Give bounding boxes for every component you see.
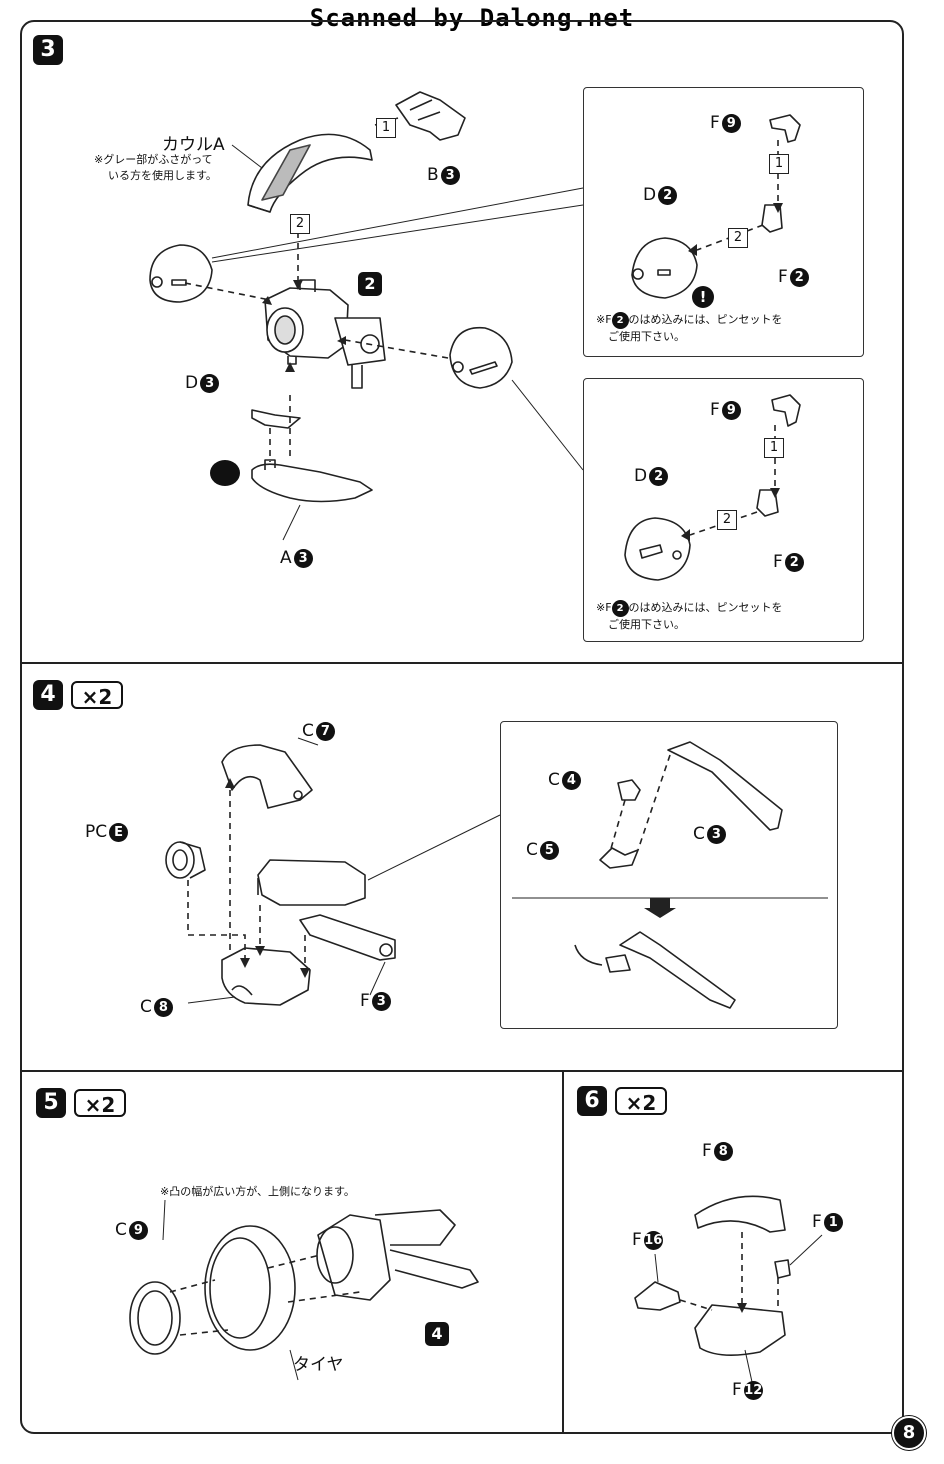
- detail-inset-2: [583, 378, 864, 642]
- divider-step4-step5: [20, 1070, 904, 1072]
- part-f3-drawing: [299, 914, 396, 961]
- tire-label: タイヤ: [293, 1355, 344, 1375]
- inset1-drawing: [631, 114, 801, 299]
- part-b3-drawing: [395, 91, 466, 141]
- part-f8-drawing: [694, 1195, 786, 1233]
- detail-inset-step4: [500, 721, 838, 1029]
- page-number: 8: [892, 1416, 926, 1450]
- part-a3-drawing: [251, 459, 373, 503]
- wheel-assembly-drawing: [316, 1209, 479, 1301]
- step-5-badge: 5: [36, 1088, 66, 1118]
- caution-icon: !: [692, 286, 714, 308]
- inset1-order-1: 1: [769, 154, 789, 174]
- part-f16-drawing: [634, 1281, 681, 1311]
- order-box-1: 1: [376, 118, 396, 138]
- part-f1-drawing: [774, 1259, 791, 1279]
- inset2-order-2: 2: [717, 510, 737, 530]
- cement-icon: [210, 460, 240, 486]
- nose-cone-right-drawing: [449, 326, 513, 389]
- part-c9-drawing: [129, 1281, 181, 1355]
- order-box-2: 2: [290, 214, 310, 234]
- step-5-multiplier: ×2: [74, 1089, 126, 1117]
- subassembly-4-ref: 4: [425, 1322, 449, 1346]
- scanned-by-header: Scanned by Dalong.net: [309, 4, 635, 32]
- step-4-badge: 4: [33, 680, 63, 710]
- divider-step5-step6: [562, 1070, 564, 1434]
- inset-step4-drawing: [574, 741, 783, 1009]
- cowl-a-note: ※グレー部がふさがって いる方を使用します。: [94, 153, 217, 182]
- page-frame: [20, 20, 904, 1434]
- body-unit-drawing: [264, 279, 386, 389]
- inset2-order-1: 1: [764, 438, 784, 458]
- part-pc-e-drawing: [165, 841, 206, 879]
- detail-inset-1: [583, 87, 864, 357]
- subassembly-2-ref: 2: [358, 272, 382, 296]
- inset2-drawing: [624, 394, 801, 581]
- divider-step3-step4: [20, 662, 904, 664]
- inset1-order-2: 2: [728, 228, 748, 248]
- step-6-multiplier: ×2: [615, 1087, 667, 1115]
- step-4-multiplier: ×2: [71, 681, 123, 709]
- cowl-a-label: カウルA: [162, 135, 225, 155]
- part-d3-drawing: [251, 409, 301, 429]
- part-c8-drawing: [221, 947, 311, 1006]
- step-5-note: ※凸の幅が広い方が、上側になります。: [160, 1185, 355, 1198]
- tire-drawing: [204, 1225, 296, 1351]
- step-3-badge: 3: [33, 35, 63, 65]
- body-half-drawing: [257, 859, 366, 906]
- part-c7-drawing: [221, 744, 313, 809]
- cowl-a-drawing: [247, 133, 373, 213]
- part-f12-drawing: [694, 1304, 786, 1356]
- step-6-badge: 6: [577, 1086, 607, 1116]
- nose-cone-left-drawing: [149, 244, 213, 303]
